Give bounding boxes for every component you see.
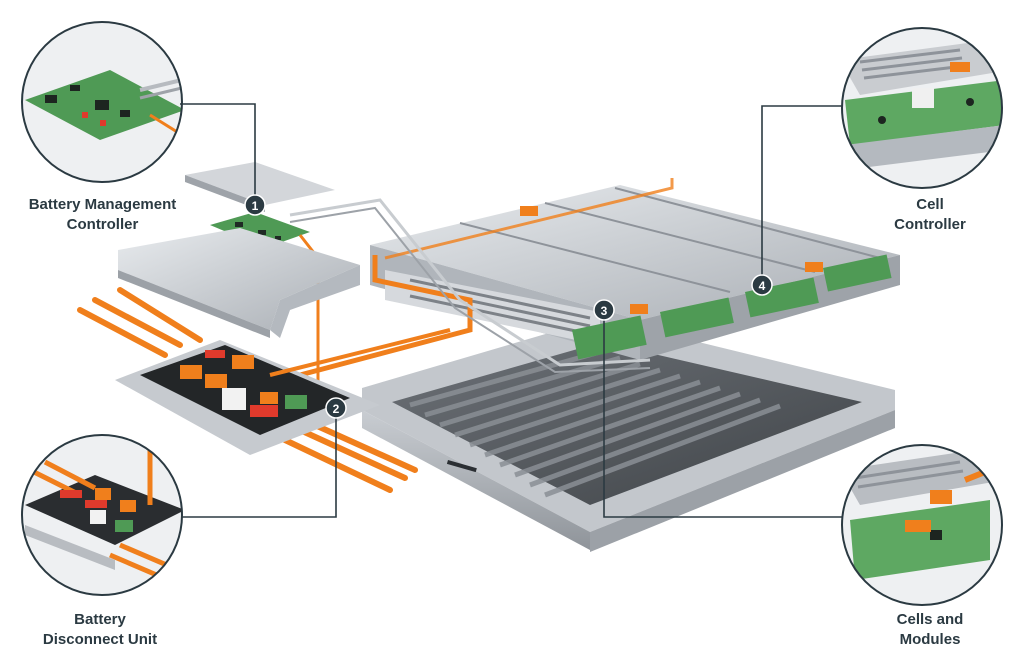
label-cell-line-1: Cell <box>916 196 944 213</box>
disconnect-unit <box>77 287 451 493</box>
marker-3: 3 <box>593 299 615 321</box>
bmc-enclosure <box>118 228 360 338</box>
inset-cell-controller <box>841 27 1003 189</box>
label-bdu-line-2: Disconnect Unit <box>42 631 158 648</box>
leader-line-3 <box>603 310 842 518</box>
label-modules-line-2: Modules <box>899 631 961 648</box>
marker-3-number: 3 <box>601 304 608 318</box>
marker-1-number: 1 <box>252 199 259 213</box>
marker-2: 2 <box>325 397 347 419</box>
inset-cells-modules <box>841 444 1003 606</box>
label-bmc-line-2: Controller <box>66 216 139 233</box>
inset-bmc <box>21 21 183 183</box>
leader-line-4 <box>761 105 842 285</box>
marker-2-number: 2 <box>333 402 340 416</box>
inset-disconnect-unit <box>21 434 183 596</box>
leader-line-1 <box>180 103 256 203</box>
label-cell-controller: Cell Controller <box>860 195 1000 235</box>
leader-lines <box>180 103 842 518</box>
marker-1: 1 <box>244 194 266 216</box>
label-cells-and-modules: Cells and Modules <box>850 610 1010 650</box>
marker-4: 4 <box>751 274 773 296</box>
label-cell-line-2: Controller <box>894 216 966 233</box>
label-battery-disconnect-unit: Battery Disconnect Unit <box>20 610 180 650</box>
label-battery-management-controller: Battery Management Controller <box>0 195 205 235</box>
marker-4-number: 4 <box>759 279 766 293</box>
leader-line-2 <box>182 408 337 518</box>
battery-tray <box>362 318 895 552</box>
label-bmc-line-1: Battery Management <box>28 196 177 213</box>
label-modules-line-1: Cells and <box>896 611 964 628</box>
label-bdu-line-1: Battery <box>74 611 126 628</box>
